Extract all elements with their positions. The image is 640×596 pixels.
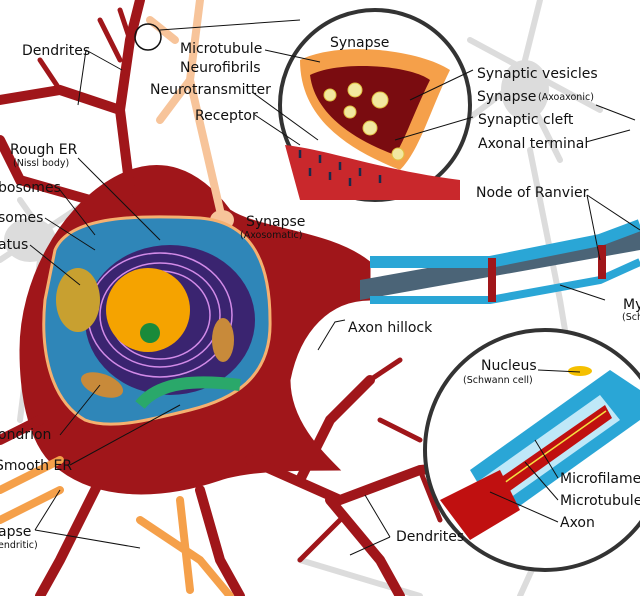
golgi-apparatus	[56, 268, 100, 332]
label-neurotransmitter: Neurotransmitter	[150, 82, 271, 98]
label-axoaxonic-sub: (Axoaxonic)	[538, 92, 594, 103]
label-synaptic-vesicles: Synaptic vesicles	[477, 66, 598, 82]
label-microtubule-inset: Microtubule	[560, 493, 640, 509]
label-synapse-axosomatic: Synapse	[246, 214, 305, 230]
synapse-inset	[278, 8, 472, 202]
axon	[360, 219, 640, 304]
label-synapse-inset: Synapse	[330, 35, 389, 51]
label-microfilament: Microfilamen	[560, 471, 640, 487]
label-ribosomes: somes	[0, 210, 43, 226]
label-synapse-axoaxonic: Synapse	[477, 89, 536, 105]
cell-interior	[42, 215, 272, 426]
label-dendrites-bottom: Dendrites	[396, 529, 464, 545]
nucleolus	[140, 323, 160, 343]
label-axon: Axon	[560, 515, 595, 531]
leader-lines	[29, 49, 640, 556]
label-schwann-cell: (Schwann cell)	[463, 375, 533, 386]
label-axosomatic-sub: (Axosomatic)	[240, 230, 302, 241]
label-receptor: Receptor	[195, 108, 258, 124]
label-neurofibrils: Neurofibrils	[180, 60, 261, 76]
smooth-er	[135, 376, 241, 410]
label-microtubule: Microtubule	[180, 41, 262, 57]
node-of-ranvier	[598, 245, 606, 279]
label-axonal-terminal: Axonal terminal	[478, 136, 588, 152]
label-golgi: atus	[0, 237, 28, 253]
label-synapse-axodendritic: apse	[0, 524, 31, 540]
label-dendrites: Dendrites	[22, 43, 90, 59]
label-axon-hillock: Axon hillock	[348, 320, 433, 336]
label-axodendritic-sub: endritic)	[0, 540, 38, 551]
zoom-marker	[134, 23, 162, 51]
node-of-ranvier	[488, 258, 496, 302]
label-smooth-er: Smooth ER	[0, 458, 72, 474]
label-polyribosomes: bosomes	[0, 180, 61, 196]
label-nissl-body: (Nissl body)	[13, 158, 69, 169]
label-mitochondrion: ondrion	[0, 427, 51, 443]
mitochondrion	[212, 318, 234, 362]
myelin-inset	[423, 328, 640, 572]
nucleus	[106, 268, 190, 352]
label-node-of-ranvier: Node of Ranvier	[476, 185, 589, 201]
label-myelin-sub: (Sch	[622, 312, 640, 323]
label-rough-er: Rough ER	[10, 142, 78, 158]
label-synaptic-cleft: Synaptic cleft	[478, 112, 574, 128]
label-myelin: My	[623, 297, 640, 313]
label-nucleus-schwann: Nucleus	[481, 358, 537, 374]
mitochondrion	[80, 372, 124, 398]
